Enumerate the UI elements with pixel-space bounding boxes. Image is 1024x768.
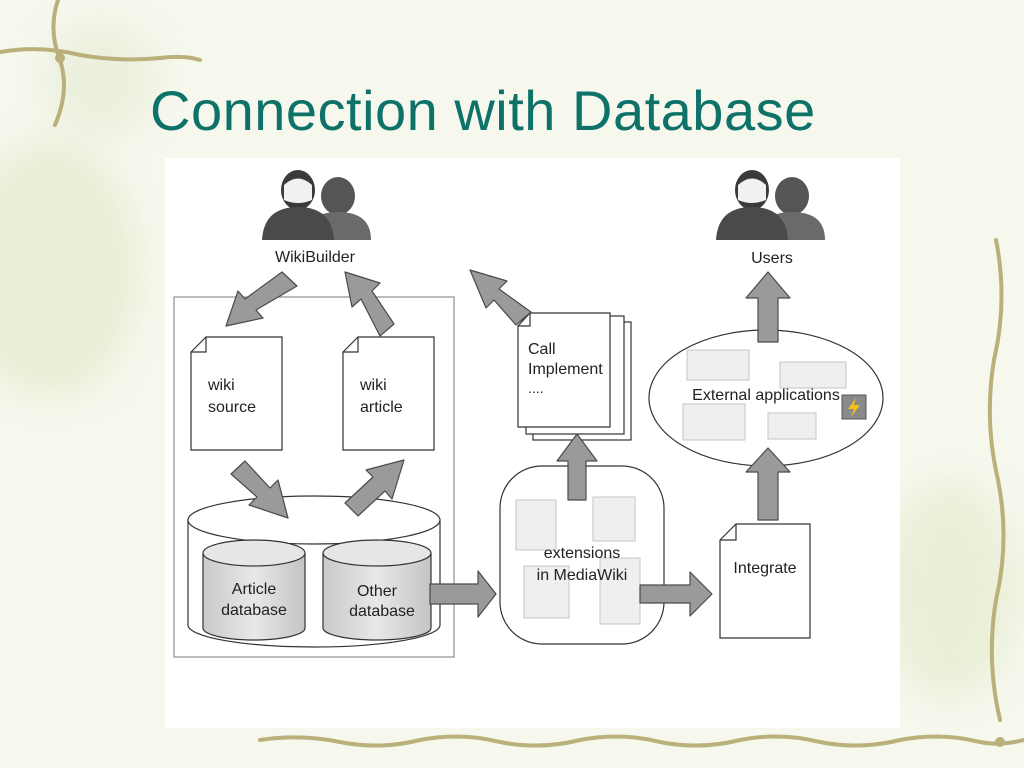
wiki-article-line-1: wiki <box>359 377 387 394</box>
other-database-cylinder: Other database <box>322 539 432 641</box>
integrate-label: Integrate <box>733 560 796 577</box>
call-implement-document-stack: Call Implement .... <box>517 312 632 441</box>
call-doc-line-2: Implement <box>528 361 603 378</box>
call-doc-line-3: .... <box>528 380 544 396</box>
extensions-line-1: extensions <box>544 545 621 562</box>
article-database-cylinder: Article database <box>202 539 306 641</box>
wiki-article-line-2: article <box>360 399 403 416</box>
users-silhouette-icon <box>716 170 825 240</box>
article-database-line-2: database <box>221 602 287 619</box>
external-applications-cloud: External applications <box>648 329 884 467</box>
external-applications-label: External applications <box>692 387 840 404</box>
arrow-database-to-article <box>344 459 405 517</box>
extensions-line-2: in MediaWiki <box>537 567 628 584</box>
call-doc-line-1: Call <box>528 341 556 358</box>
arrow-source-to-database <box>230 460 289 519</box>
arrow-extensions-to-call <box>556 433 598 501</box>
integrate-document: Integrate <box>719 523 811 639</box>
wiki-source-document: wiki source <box>190 336 283 451</box>
arrow-call-to-builder <box>469 269 532 326</box>
article-database-line-1: Article <box>232 581 277 598</box>
wiki-article-document: wiki article <box>342 336 435 451</box>
wikibuilder-label: WikiBuilder <box>275 249 356 266</box>
background-leaf-blob <box>0 140 140 400</box>
arrow-extensions-to-integrate <box>639 571 713 617</box>
arrow-article-to-builder <box>344 271 395 337</box>
users-label: Users <box>751 250 793 267</box>
arrow-external-to-users <box>745 271 791 343</box>
other-database-line-2: database <box>349 603 415 620</box>
other-database-line-1: Other <box>357 583 398 600</box>
slide-title: Connection with Database <box>150 79 816 142</box>
arrow-builder-to-source <box>225 271 298 327</box>
lightning-icon <box>841 394 867 420</box>
background-leaf-blob <box>40 20 160 140</box>
wiki-source-line-2: source <box>208 399 256 416</box>
architecture-diagram: WikiBuilder Users wiki source wiki artic… <box>165 158 900 728</box>
wikibuilder-users-silhouette-icon <box>262 170 371 240</box>
wiki-source-line-1: wiki <box>207 377 235 394</box>
wiki-system-container <box>173 296 455 658</box>
arrow-database-to-extensions <box>429 570 497 618</box>
arrow-integrate-to-external <box>745 447 791 521</box>
